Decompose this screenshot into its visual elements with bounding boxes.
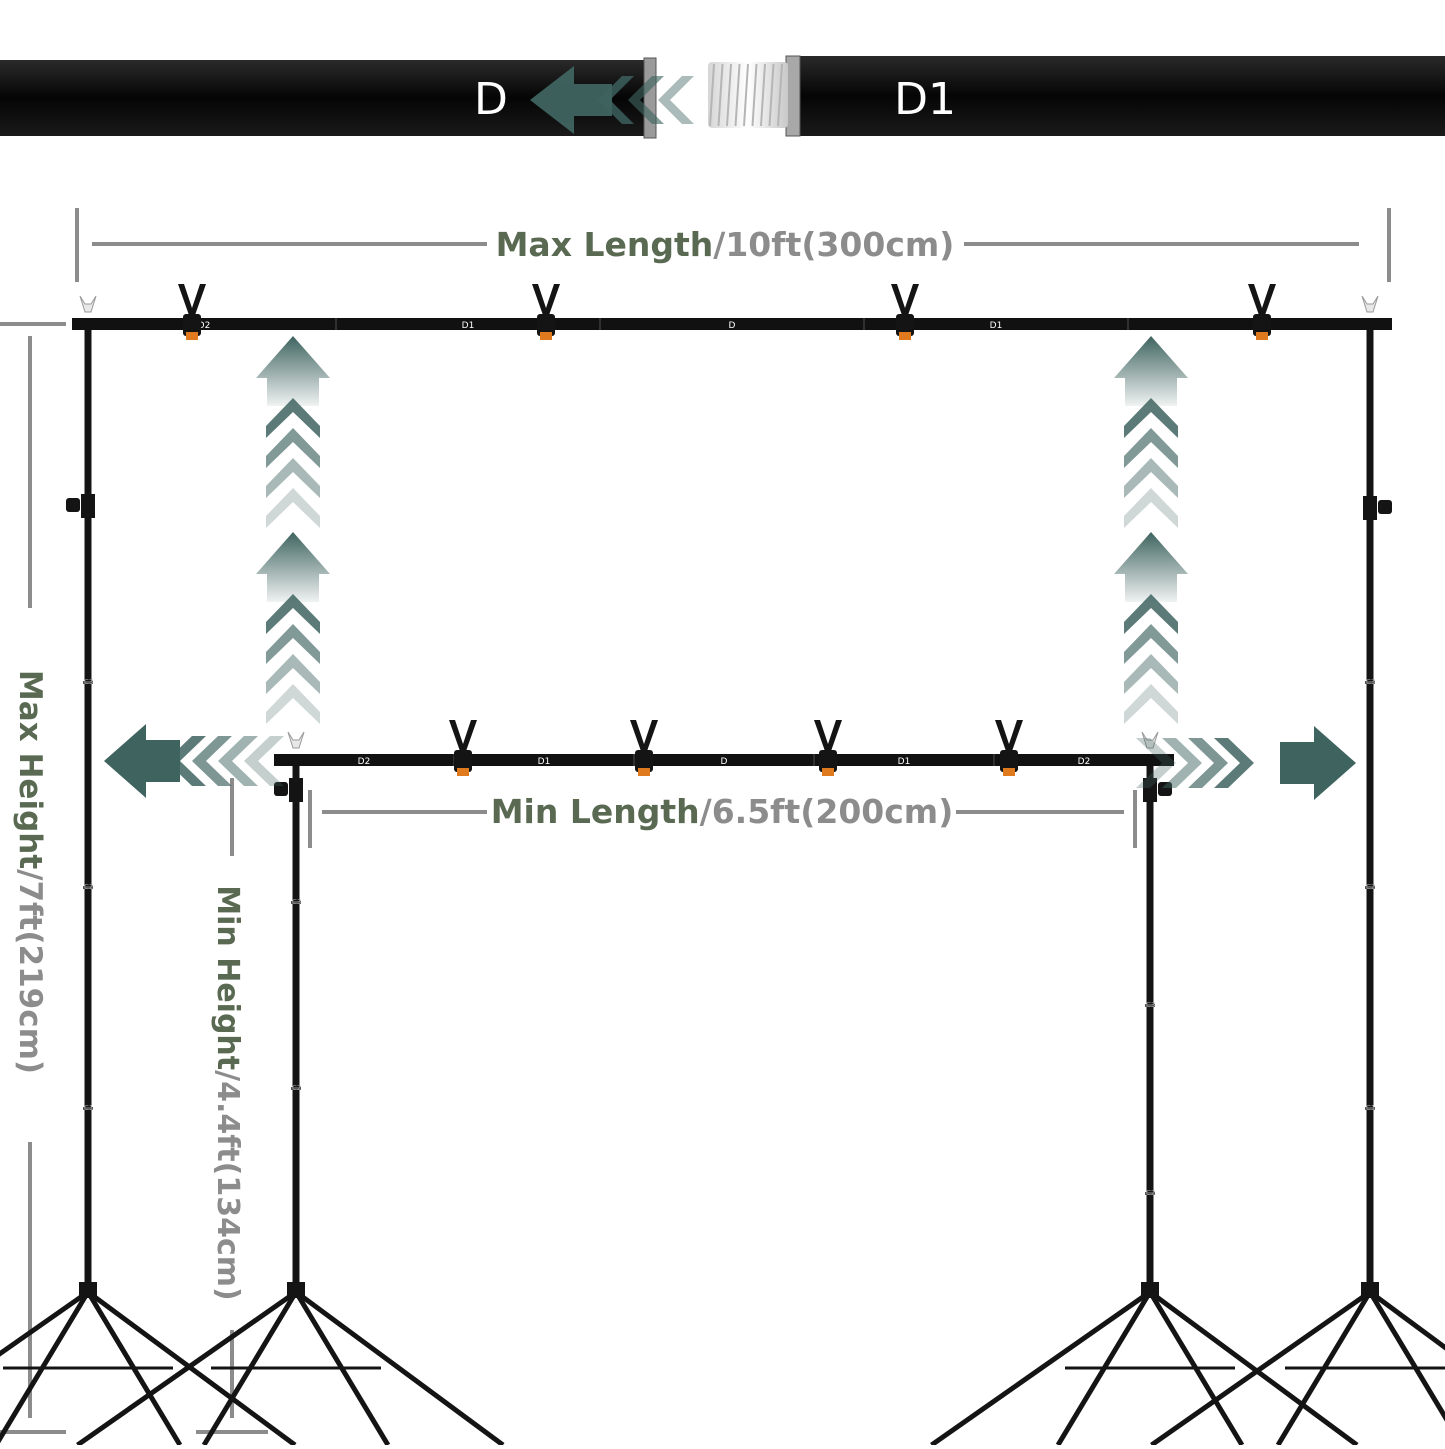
clamps — [178, 284, 1276, 776]
wing-nut-icon — [1362, 296, 1378, 312]
spring-clamp-icon — [1248, 284, 1276, 340]
stand-segment-label: C1 — [84, 1104, 93, 1112]
max-length-label: Max Length/10ft(300cm) — [496, 225, 955, 264]
min-length-label: Min Length/6.5ft(200cm) — [491, 792, 954, 831]
stand-segment-label: C2 — [1146, 1189, 1155, 1197]
up-arrow-icon — [256, 532, 330, 724]
stand-collar — [81, 494, 95, 518]
crossbar-segment-label: D1 — [462, 321, 475, 331]
spring-clamp-icon — [449, 720, 477, 776]
wing-nut-icon — [80, 296, 96, 312]
stand-knob-icon — [1378, 500, 1392, 514]
clamp-pad — [1003, 768, 1015, 776]
stand-segment-label: C1 — [1366, 1104, 1375, 1112]
max-length-label-strong: Max Length — [496, 225, 714, 264]
tube-d-ring — [644, 58, 656, 138]
stand-segment-label: C2 — [84, 883, 93, 891]
movement-arrows — [104, 336, 1356, 800]
left-arrow-icon — [104, 724, 284, 798]
stand-segment-label: C2 — [1366, 883, 1375, 891]
clamp-pad — [822, 768, 834, 776]
spring-clamp-icon — [814, 720, 842, 776]
connector-right-label: D1 — [894, 74, 956, 125]
clamp-pad — [1256, 332, 1268, 340]
arrow-chevron — [658, 76, 694, 124]
min-height-label-strong: Min Height — [210, 885, 245, 1070]
tube-d1 — [795, 56, 1445, 136]
up-arrow-icon — [256, 336, 330, 528]
min-length-label-light: /6.5ft(200cm) — [700, 792, 954, 831]
stand-segment-label: C3 — [1366, 678, 1375, 686]
spring-clamp-icon — [630, 720, 658, 776]
spring-clamp-icon — [995, 720, 1023, 776]
clamp-pad — [899, 332, 911, 340]
crossbar-segment-label: D1 — [538, 757, 551, 767]
stand-collar — [1363, 496, 1377, 520]
stand-segment-label: C3 — [84, 678, 93, 686]
wing-nut-icon — [288, 732, 304, 748]
max-height-label-strong: Max Height — [12, 670, 48, 869]
connector-closeup: D D1 — [0, 56, 1445, 138]
spring-clamp-icon — [178, 284, 206, 340]
clamp-pad — [638, 768, 650, 776]
crossbar-segment-label: D2 — [1078, 757, 1091, 767]
tube-d1-ring — [786, 56, 800, 136]
stand-segment-label: C3 — [292, 898, 301, 906]
clamp-pad — [186, 332, 198, 340]
max-length-label-light: /10ft(300cm) — [713, 225, 954, 264]
clamp-pad — [457, 768, 469, 776]
stand-segment-label: C2 — [292, 1084, 301, 1092]
max-height-label: Max Height/7ft(219cm) — [12, 670, 48, 1074]
spring-clamp-icon — [891, 284, 919, 340]
stand-collar — [289, 778, 303, 802]
thread-icon — [708, 62, 788, 128]
up-arrow-icon — [1114, 532, 1188, 724]
max-height-label-light: /7ft(219cm) — [12, 869, 48, 1074]
min-length-label-strong: Min Length — [491, 792, 700, 831]
spring-clamp-icon — [532, 284, 560, 340]
crossbar-segment-label: D — [729, 321, 736, 331]
up-arrow-icon — [1114, 336, 1188, 528]
connector-left-label: D — [474, 74, 508, 125]
stand-knob-icon — [66, 498, 80, 512]
min-height-label-light: /4.4ft(134cm) — [210, 1070, 245, 1301]
low-crossbar: D2 D1 D D1 D2 — [274, 754, 1174, 767]
crossbar-segment-label: D — [721, 757, 728, 767]
crossbar-segment-label: D1 — [898, 757, 911, 767]
stand-segment-label: C3 — [1146, 1001, 1155, 1009]
min-height-label: Min Height/4.4ft(134cm) — [210, 885, 245, 1300]
crossbar-segment-label: D1 — [990, 321, 1003, 331]
clamp-pad — [540, 332, 552, 340]
crossbar-segment-label: D2 — [358, 757, 371, 767]
